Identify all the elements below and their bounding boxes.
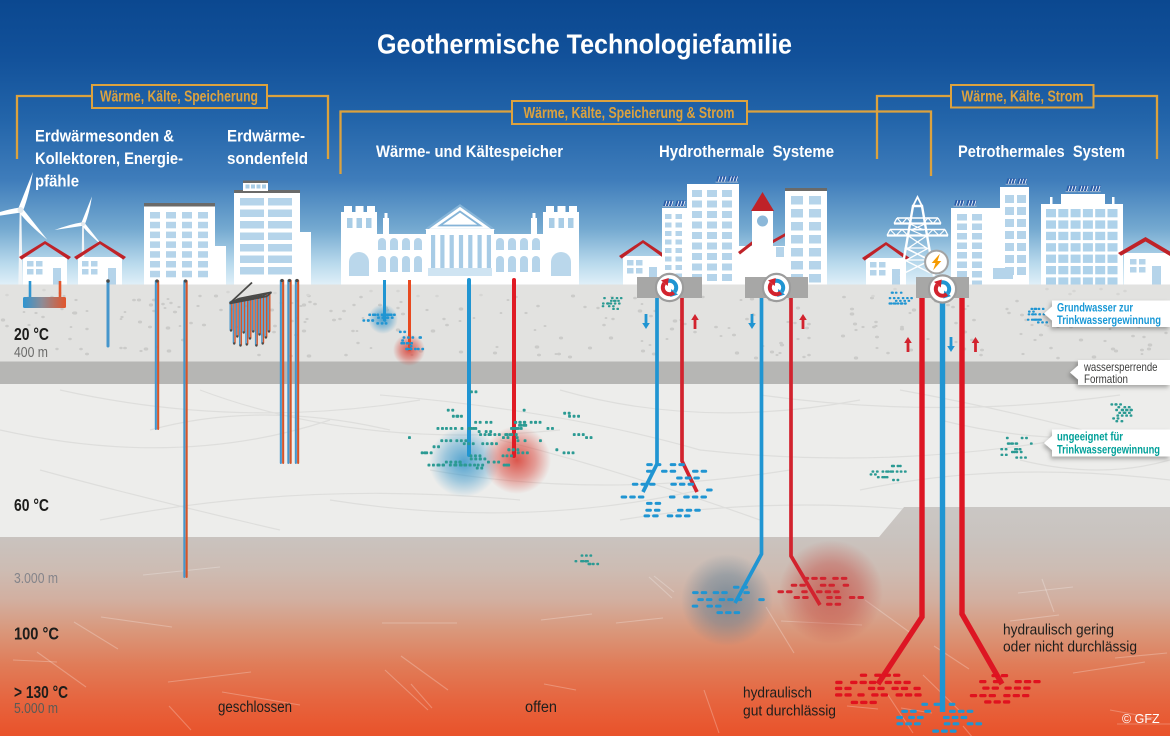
svg-text:Wärme- und Kältespeicher: Wärme- und Kältespeicher xyxy=(376,142,563,161)
svg-text:Wärme, Kälte, Strom: Wärme, Kälte, Strom xyxy=(962,89,1084,106)
svg-text:Kollektoren, Energie-: Kollektoren, Energie- xyxy=(35,149,183,168)
svg-text:pfähle: pfähle xyxy=(35,172,79,191)
svg-text:Erdwärme-: Erdwärme- xyxy=(227,127,305,146)
svg-text:oder nicht durchlässig: oder nicht durchlässig xyxy=(1003,639,1137,656)
svg-text:60 °C: 60 °C xyxy=(14,495,49,515)
svg-text:20 °C: 20 °C xyxy=(14,324,49,344)
svg-text:wassersperrende: wassersperrende xyxy=(1083,360,1158,374)
svg-text:Grundwasser zur: Grundwasser zur xyxy=(1057,301,1133,315)
svg-text:Formation: Formation xyxy=(1084,372,1128,386)
svg-text:hydraulisch gering: hydraulisch gering xyxy=(1003,622,1114,639)
svg-text:gut durchlässig: gut durchlässig xyxy=(743,703,836,720)
svg-text:Trinkwassergewinnung: Trinkwassergewinnung xyxy=(1057,442,1160,456)
svg-text:Petrothermales System: Petrothermales System xyxy=(958,142,1125,161)
svg-text:sondenfeld: sondenfeld xyxy=(227,149,308,168)
svg-text:© GFZ: © GFZ xyxy=(1122,712,1160,726)
svg-text:400 m: 400 m xyxy=(14,345,48,361)
svg-text:offen: offen xyxy=(525,699,557,716)
svg-text:Erdwärmesonden &: Erdwärmesonden & xyxy=(35,127,174,146)
svg-text:5.000 m: 5.000 m xyxy=(14,701,58,717)
svg-text:Geothermische Technologiefamil: Geothermische Technologiefamilie xyxy=(377,29,792,60)
svg-text:Trinkwassergewinnung: Trinkwassergewinnung xyxy=(1057,313,1161,327)
svg-text:Wärme, Kälte, Speicherung & St: Wärme, Kälte, Speicherung & Strom xyxy=(524,105,735,122)
svg-text:3.000 m: 3.000 m xyxy=(14,571,58,587)
svg-text:ungeeignet für: ungeeignet für xyxy=(1057,430,1123,444)
svg-text:geschlossen: geschlossen xyxy=(218,699,292,716)
svg-text:> 130 °C: > 130 °C xyxy=(14,682,68,702)
svg-text:Wärme, Kälte, Speicherung: Wärme, Kälte, Speicherung xyxy=(100,89,258,106)
svg-text:100 °C: 100 °C xyxy=(14,624,59,644)
svg-text:hydraulisch: hydraulisch xyxy=(743,685,812,702)
svg-text:Hydrothermale Systeme: Hydrothermale Systeme xyxy=(659,142,834,161)
